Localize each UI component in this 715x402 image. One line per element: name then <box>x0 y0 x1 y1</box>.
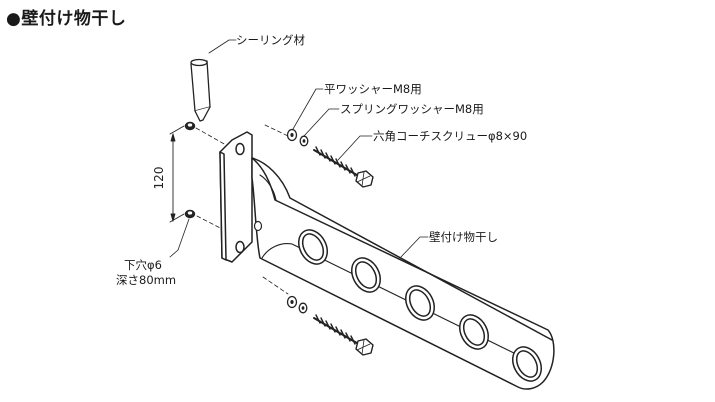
arm-holes <box>297 229 543 382</box>
product-label: 壁付け物干し <box>429 230 498 244</box>
sealant-leader <box>208 39 237 54</box>
sealant-tube <box>190 58 211 122</box>
pilot-hole-depth-label: 深さ80mm <box>116 273 177 287</box>
upper-lag-screw <box>313 146 374 188</box>
lower-lag-screw <box>313 314 374 356</box>
pilot-hole-leader <box>169 218 190 258</box>
lag-screw-label: 六角コーチスクリューφ8×90 <box>373 129 528 143</box>
page-title: ●壁付け物干し <box>6 9 127 29</box>
sealant-label: シーリング材 <box>236 33 305 47</box>
bracket-arm <box>251 157 555 390</box>
leader-lines <box>292 88 429 259</box>
upper-flat-washer <box>286 128 298 142</box>
spring-washer-label: スプリングワッシャーM8用 <box>340 102 484 116</box>
upper-wall-hole <box>184 121 196 131</box>
pilot-hole-diameter-label: 下穴φ6 <box>124 258 162 272</box>
bracket-wall-plate <box>219 131 253 263</box>
dimension-value: 120 <box>152 167 166 190</box>
dimension-line <box>169 125 185 223</box>
flat-washer-label: 平ワッシャーM8用 <box>324 82 422 96</box>
lower-wall-hole <box>184 209 196 219</box>
upper-spring-washer <box>299 135 309 147</box>
lower-spring-washer <box>298 302 308 314</box>
lower-flat-washer <box>286 295 298 309</box>
